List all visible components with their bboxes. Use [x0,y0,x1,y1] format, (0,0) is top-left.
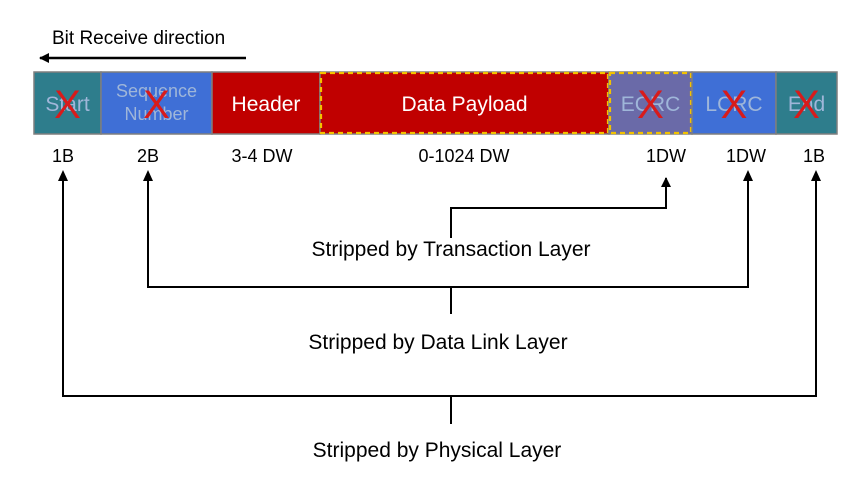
field-header-label: Header [232,93,301,116]
field-sequence-label: Number [124,104,188,124]
field-payload-label: Data Payload [401,93,527,116]
physical-arrowhead-right [811,170,821,181]
field-header: Header [211,71,321,135]
field-start-x-mark: X [54,83,81,127]
data-link-layer-label: Stripped by Data Link Layer [308,331,567,354]
data-link-arrowhead-left [143,170,153,181]
transaction-layer-label: Stripped by Transaction Layer [312,238,591,261]
physical-layer-label: Stripped by Physical Layer [313,439,562,462]
field-lcrc-x-mark: X [721,83,748,127]
field-lcrc-size: 1DW [726,146,766,166]
field-end-size: 1B [803,146,825,166]
direction-label: Bit Receive direction [52,28,225,49]
transaction-layer-bracket [450,177,671,238]
field-size-labels: 1B 2B 3-4 DW 0-1024 DW 1DW 1DW 1B [52,146,825,166]
field-end-x-mark: X [793,83,820,127]
field-ecrc-dashed-border [608,71,693,135]
field-start-size: 1B [52,146,74,166]
field-payload: Data Payload [319,71,610,135]
field-lcrc-label: LCRC [705,93,762,116]
field-start-label: Start [45,93,90,116]
field-payload-size: 0-1024 DW [418,146,509,166]
field-ecrc-label: ECRC [621,93,681,116]
field-ecrc-box [608,71,693,135]
data-link-arrowhead-right [743,170,753,181]
field-end-label: End [788,93,825,116]
field-payload-box [319,71,610,135]
field-ecrc-size: 1DW [646,146,686,166]
field-payload-dashed-border [319,71,610,135]
data-link-layer-bracket [147,178,749,288]
physical-arrowhead-left [58,170,68,181]
field-end-box [775,71,838,135]
field-ecrc-x-mark: X [637,83,664,127]
field-sequence-x-mark: X [143,83,170,127]
field-sequence-label: Sequence [116,81,197,101]
field-sequence-box [100,71,213,135]
field-header-size: 3-4 DW [231,146,292,166]
physical-layer-bracket [62,178,817,397]
field-sequence-size: 2B [137,146,159,166]
